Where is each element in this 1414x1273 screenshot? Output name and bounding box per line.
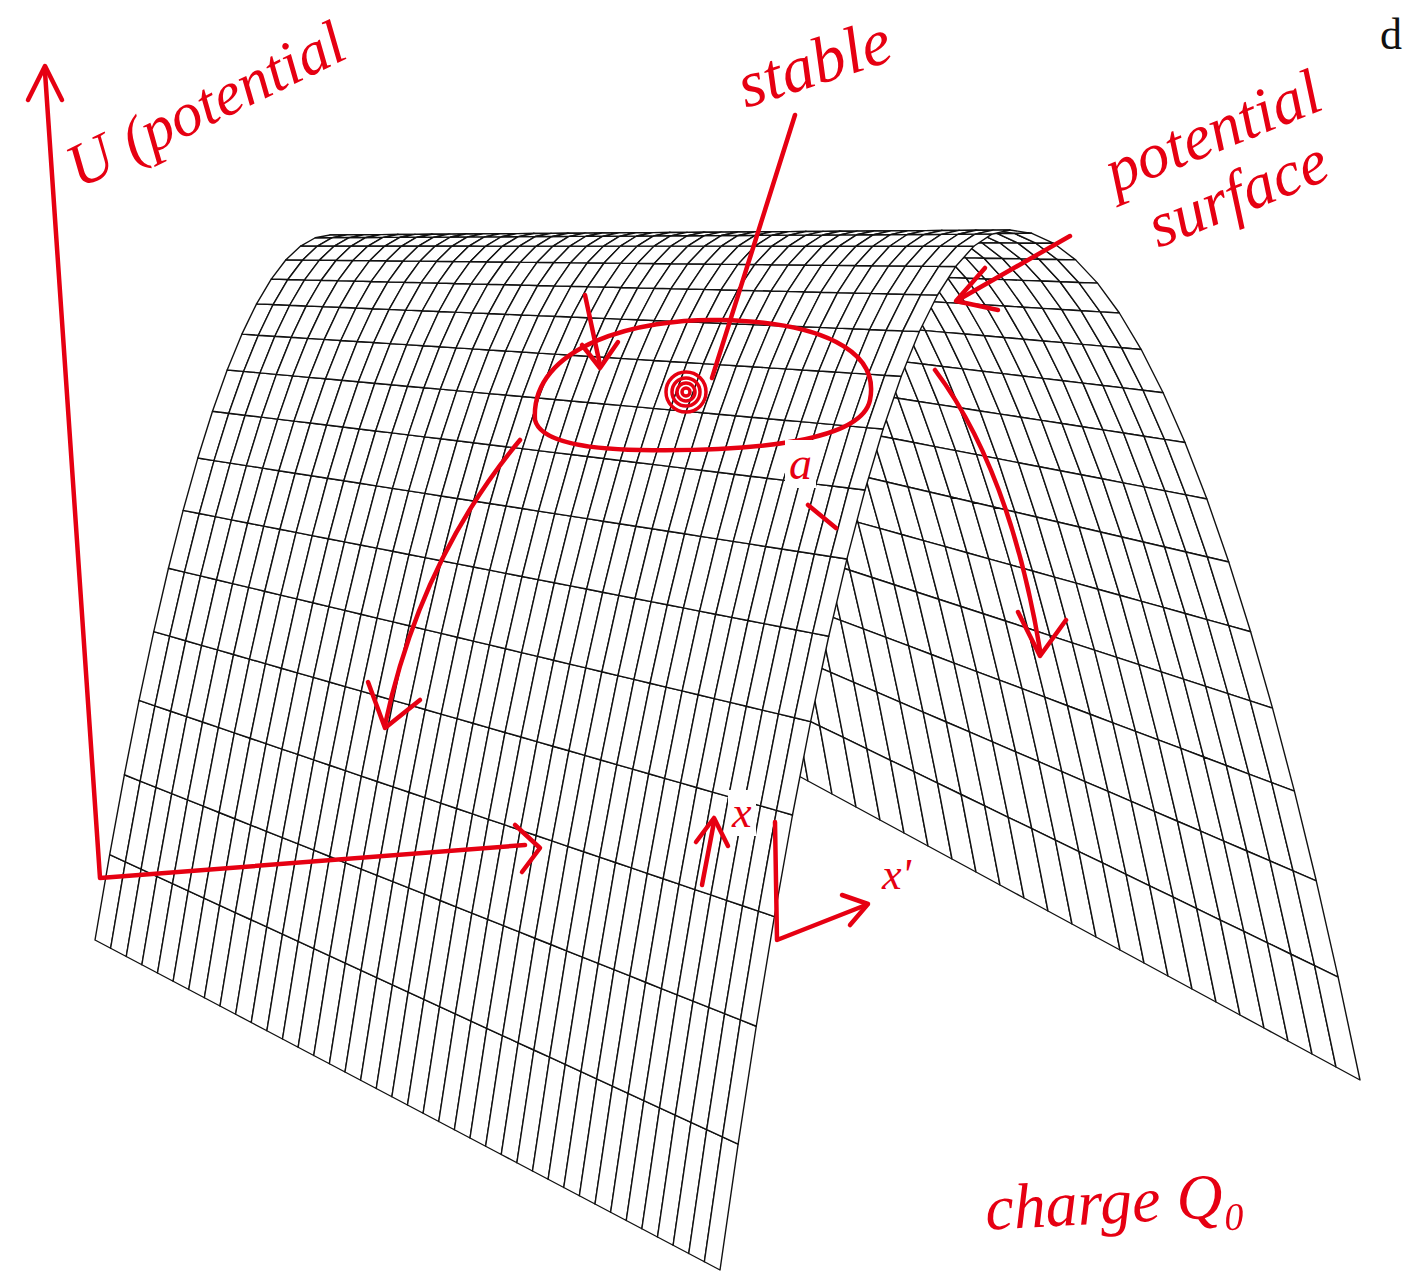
roll-arrow-head [368,682,420,728]
mesh-cell [795,633,829,721]
tick-mark [808,505,836,528]
mesh-cell [1057,260,1097,284]
small-arrow-head [582,342,618,368]
roll-arrow-head [1018,612,1066,656]
mesh-cell [1186,495,1229,562]
roll-arrow [935,370,1040,650]
pointer-arrow-head [956,268,998,310]
axis-arrow-head [28,66,62,100]
mesh-cell [1165,439,1207,499]
mesh-cell [957,234,992,246]
annotation-note: a [785,440,816,488]
mesh-cell [1014,233,1053,243]
axis-arrow [45,72,525,878]
mesh-cell [975,230,1010,234]
mesh-cell [777,718,811,815]
axis-arrow-head [696,818,728,846]
ball-scribble [672,378,700,406]
mesh-cell [740,911,774,1026]
pointer-head [515,825,540,872]
ball-scribble [666,372,706,412]
pointer-arrow [958,236,1070,300]
mesh-cell [939,246,974,266]
mesh-cell [903,295,938,332]
roll-arrow [385,440,520,725]
mesh-cell [885,331,920,376]
region-ellipse [535,320,871,450]
mesh-cell [1143,390,1185,442]
mesh-cell [831,488,865,559]
mesh-cell [722,1020,756,1144]
annotation-note: stable [728,5,899,120]
axis-label: U (potential [56,9,355,200]
axis-arrow-head [842,895,868,925]
mesh-cell [813,557,847,637]
mesh-cell [921,266,956,295]
axis-label: x' [878,852,915,898]
mesh-cell [1315,966,1360,1080]
ball-scribble [682,388,690,396]
annotation-note: charge Q₀ [983,1161,1246,1242]
surface-mesh [95,230,1360,1270]
axis-label: x [728,790,756,836]
mesh-cell [1100,312,1141,350]
stable-leader [712,115,795,378]
mesh-cell [1207,557,1250,632]
mesh-cell [704,1137,738,1270]
mesh-cell [1122,348,1164,393]
annotation-note: potential surface [1061,44,1389,281]
mesh-cell [1079,282,1120,313]
cut-off-text: d [1380,12,1402,58]
mesh-cell [849,428,883,490]
annotation-ink [28,66,1070,940]
ball-scribble [677,383,695,401]
